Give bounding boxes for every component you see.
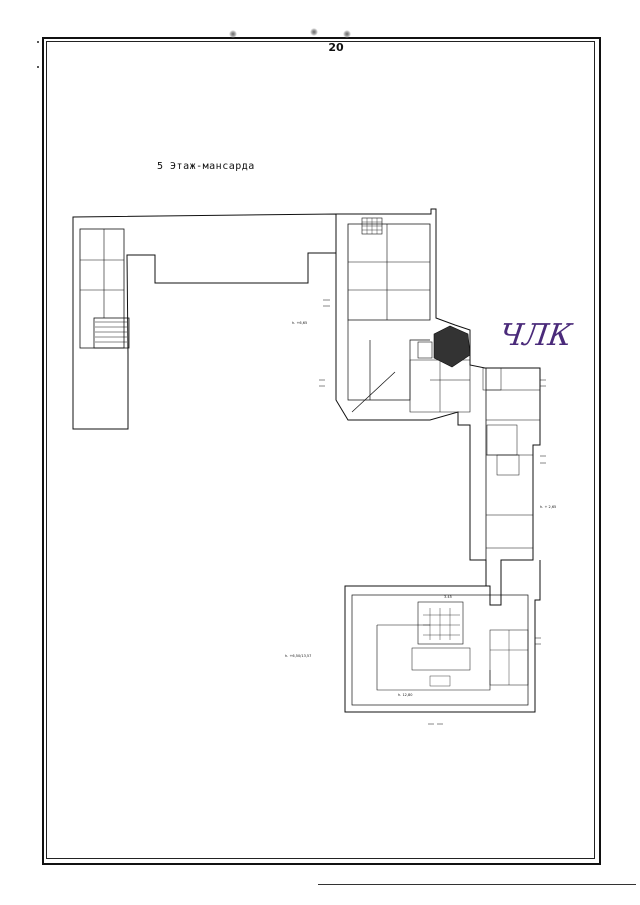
floor-title: 5 Этаж-мансарда [157,161,255,172]
bottom-rule [318,884,636,885]
scan-smudge [310,28,318,36]
level-label-e: 3.45 [444,595,452,599]
level-label-d: h. 12,80 [398,693,412,697]
outer-border [42,37,601,865]
level-label-c: h. +6,50/13,57 [285,654,311,658]
scan-smudge [343,30,351,38]
handwritten-note: ЧЛК [497,318,574,353]
level-label-a: h. +6,65 [292,321,307,325]
level-label-b: h. + 2,65 [540,505,556,509]
inner-border [46,41,595,859]
scan-smudge [229,30,237,38]
margin-dot [37,66,39,68]
margin-dot [37,41,39,43]
page-number: 20 [328,41,344,54]
